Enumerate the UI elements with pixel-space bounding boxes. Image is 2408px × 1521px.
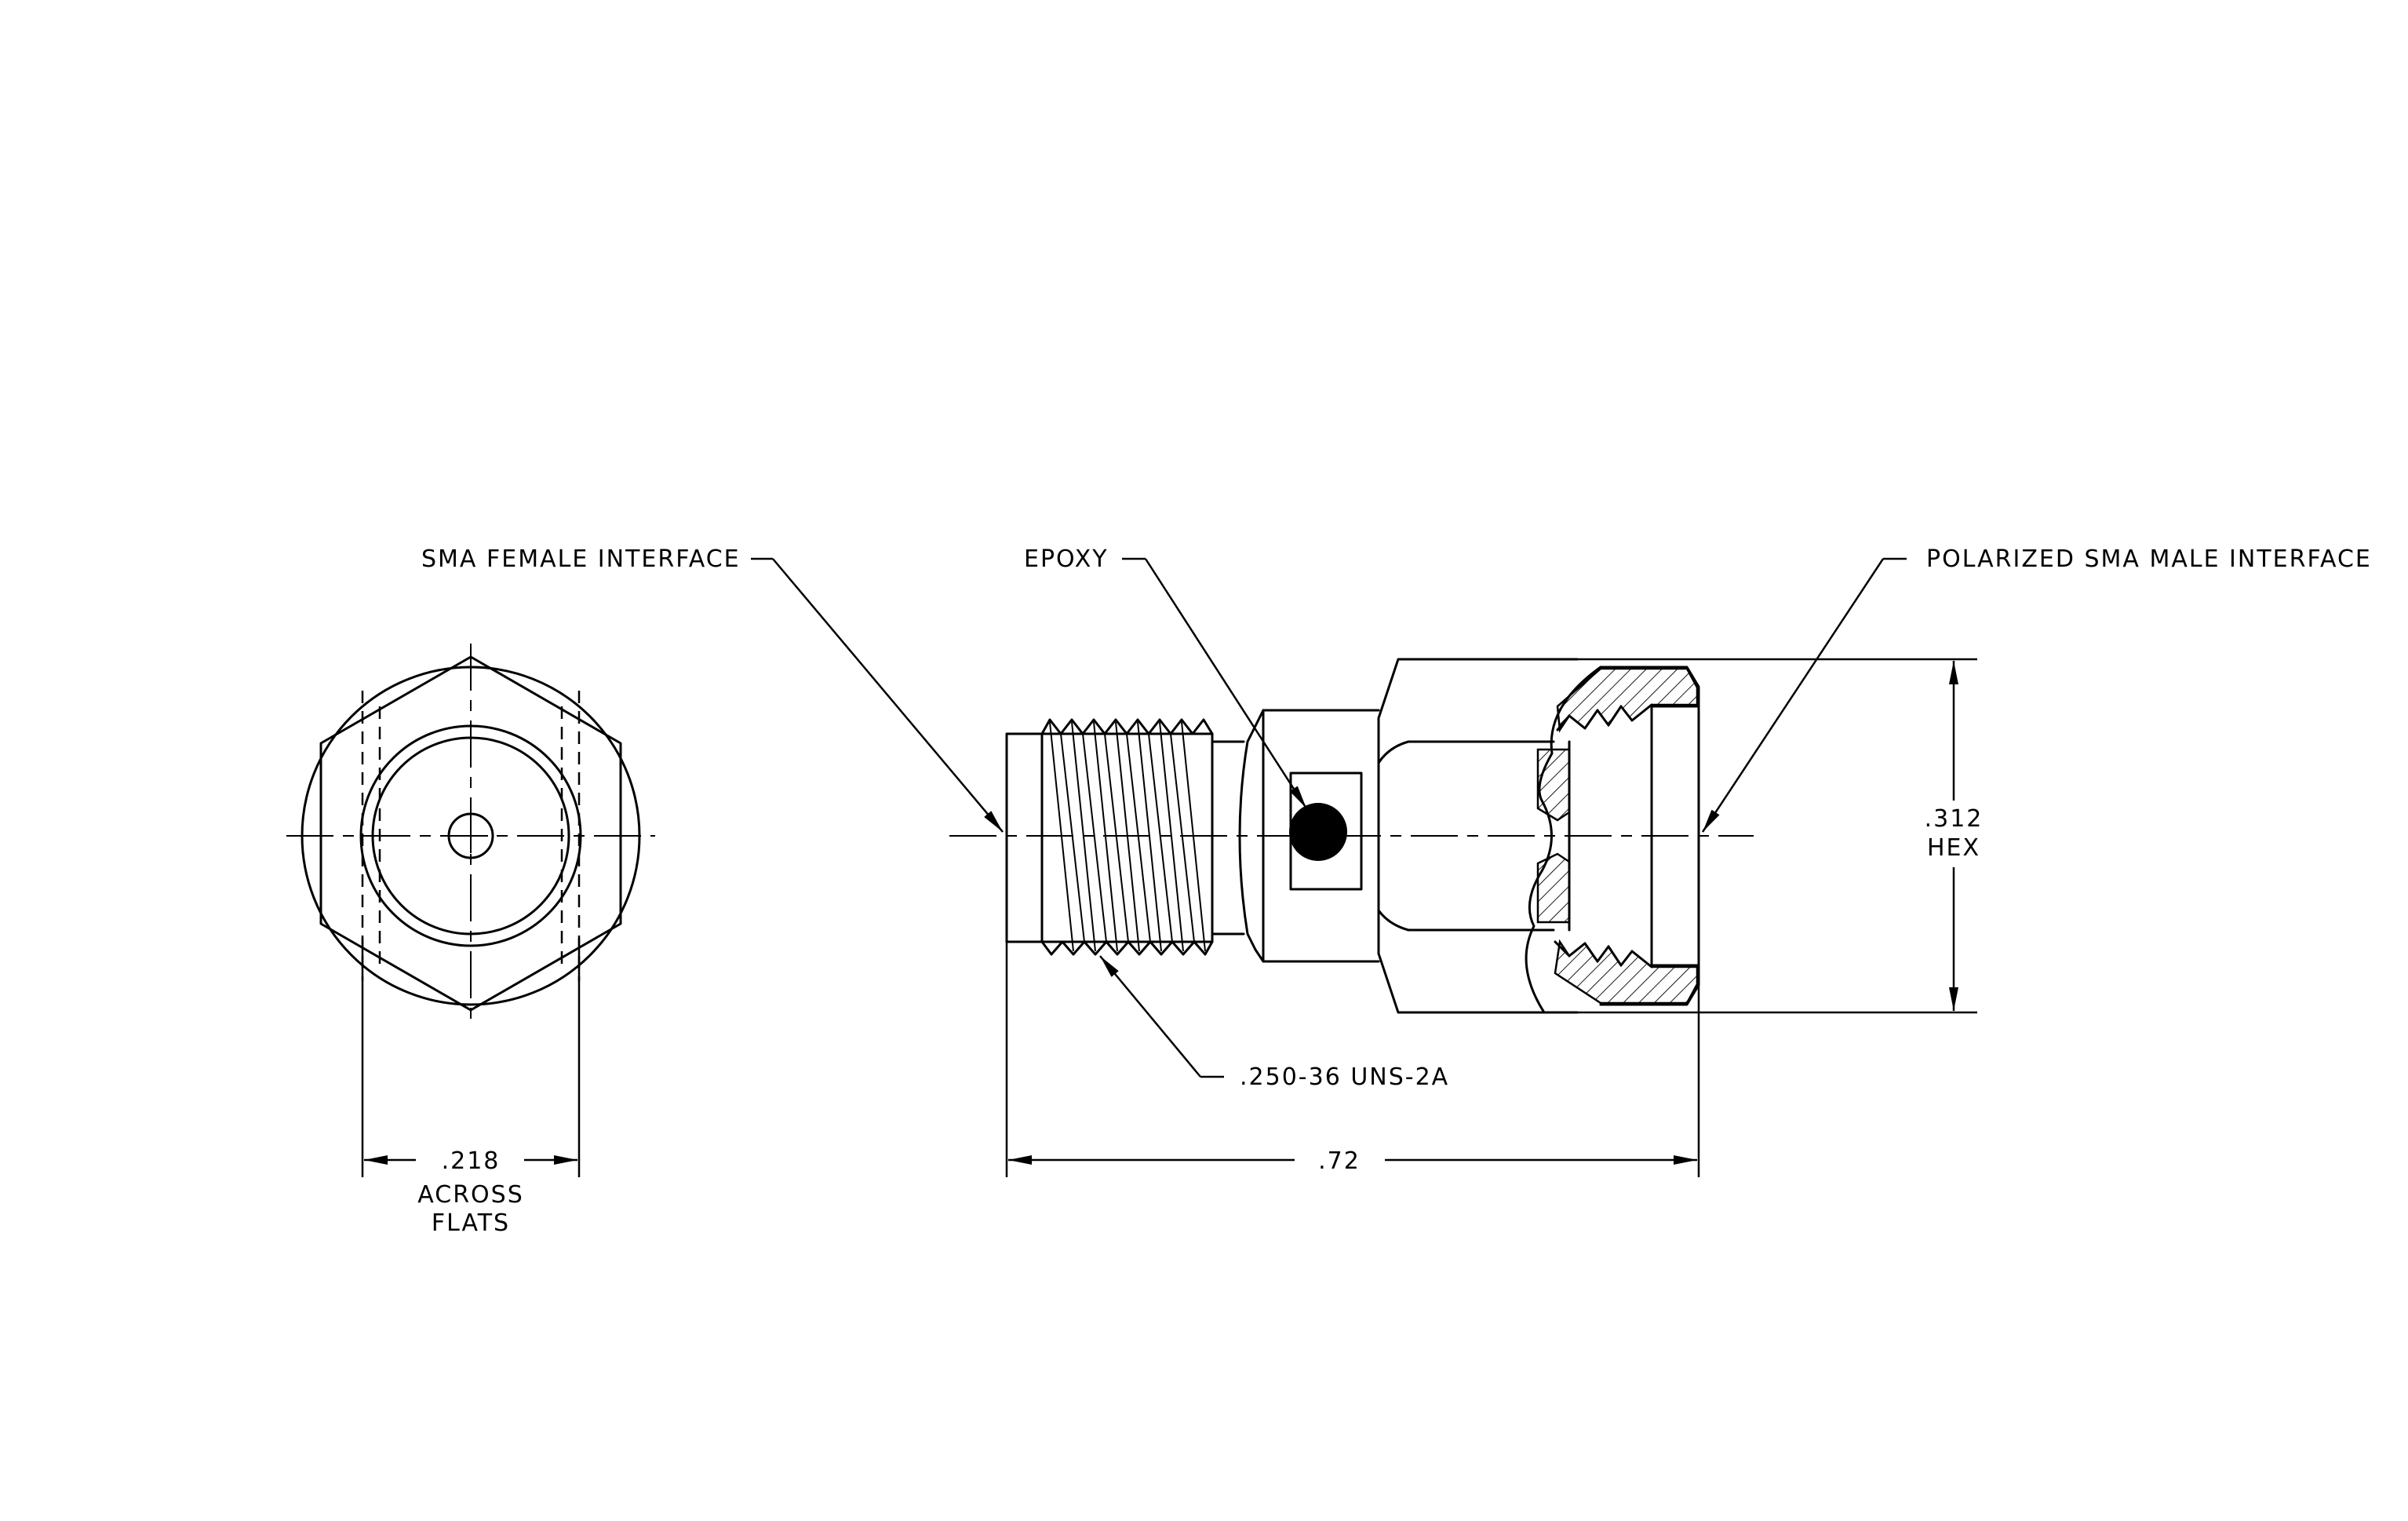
side-view: .72 .312 HEX [949, 658, 1984, 1177]
collar [1211, 709, 1380, 963]
across-flats-label-line2: FLATS [432, 1209, 510, 1237]
female-end-face [1005, 732, 1044, 943]
male-interface-section [1536, 666, 1700, 1006]
overall-length-value: .72 [1318, 1147, 1361, 1175]
across-flats-label-line1: ACROSS [417, 1181, 524, 1209]
coupling-nut [1377, 658, 1602, 1014]
callout-epoxy: EPOXY [1024, 545, 1109, 573]
callout-polarized-sma-male-interface: POLARIZED SMA MALE INTERFACE [1926, 545, 2372, 573]
callout-thread-spec: .250-36 UNS-2A [1240, 1063, 1449, 1091]
callout-sma-female-interface: SMA FEMALE INTERFACE [421, 545, 741, 573]
hex-label: HEX [1927, 834, 1980, 862]
section-break [1525, 666, 1602, 1014]
female-thread-body [1040, 718, 1214, 956]
end-view: .218 ACROSS FLATS [286, 644, 655, 1237]
hex-value: .312 [1925, 805, 1984, 833]
callouts: SMA FEMALE INTERFACE EPOXY POLARIZED SMA… [421, 545, 2372, 1091]
across-flats-value: .218 [442, 1147, 501, 1175]
epoxy-dot [1289, 803, 1347, 861]
